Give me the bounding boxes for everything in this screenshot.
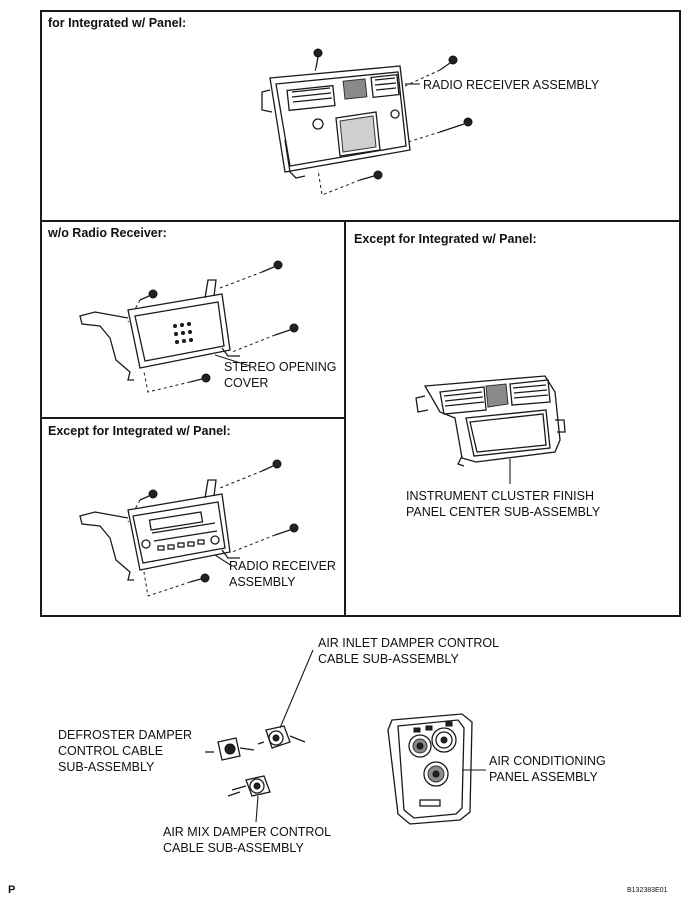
air-inlet-cable-icon	[257, 725, 306, 749]
instrument-cluster-label-line1: INSTRUMENT CLUSTER FINISH	[406, 489, 594, 503]
ac-panel-label-line2: PANEL ASSEMBLY	[489, 770, 598, 784]
bolt-icon	[274, 323, 299, 336]
bolt-icon	[189, 573, 210, 583]
ac-panel-label-line1: AIR CONDITIONING	[489, 754, 606, 768]
bolt-icon	[189, 373, 211, 383]
air-inlet-label-line1: AIR INLET DAMPER CONTROL	[318, 636, 500, 650]
radio-receiver-assembly-label: RADIO RECEIVER ASSEMBLY	[423, 78, 600, 92]
air-mix-cable-icon	[227, 775, 271, 797]
figure-code: B132383E01	[627, 887, 668, 894]
stereo-opening-cover-label-line2: COVER	[224, 376, 269, 390]
stereo-opening-cover-label-line1: STEREO OPENING	[224, 360, 337, 374]
defroster-cable-icon	[205, 737, 255, 761]
bolt-icon	[139, 489, 158, 501]
defroster-label-line3: SUB-ASSEMBLY	[58, 760, 155, 774]
instrument-cluster-label-line2: PANEL CENTER SUB-ASSEMBLY	[406, 505, 601, 519]
bolt-icon	[439, 117, 473, 133]
panel-integrated-title: for Integrated w/ Panel:	[48, 16, 187, 30]
page-letter: P	[8, 884, 16, 896]
bolt-icon	[261, 260, 283, 273]
radio-receiver-label-line1: RADIO RECEIVER	[229, 559, 336, 573]
panel-except-right	[344, 220, 681, 617]
bolt-icon	[359, 170, 383, 181]
air-mix-label-line2: CABLE SUB-ASSEMBLY	[163, 841, 304, 855]
bolt-icon	[139, 289, 158, 301]
defroster-label-line2: CONTROL CABLE	[58, 744, 164, 758]
bolt-icon	[439, 55, 458, 71]
ac-panel-icon	[387, 713, 473, 825]
defroster-label-line1: DEFROSTER DAMPER	[58, 728, 193, 742]
air-inlet-label-line2: CABLE SUB-ASSEMBLY	[318, 652, 459, 666]
bolt-icon	[261, 459, 282, 472]
radio-receiver-label-line2: ASSEMBLY	[229, 575, 296, 589]
bolt-icon	[313, 48, 323, 69]
air-mix-label-line1: AIR MIX DAMPER CONTROL	[163, 825, 332, 839]
panel-except-left-title: Except for Integrated w/ Panel:	[48, 424, 231, 438]
panel-except-right-title: Except for Integrated w/ Panel:	[354, 232, 537, 246]
panel-wo-radio-title: w/o Radio Receiver:	[48, 226, 167, 240]
bolt-icon	[274, 523, 299, 536]
